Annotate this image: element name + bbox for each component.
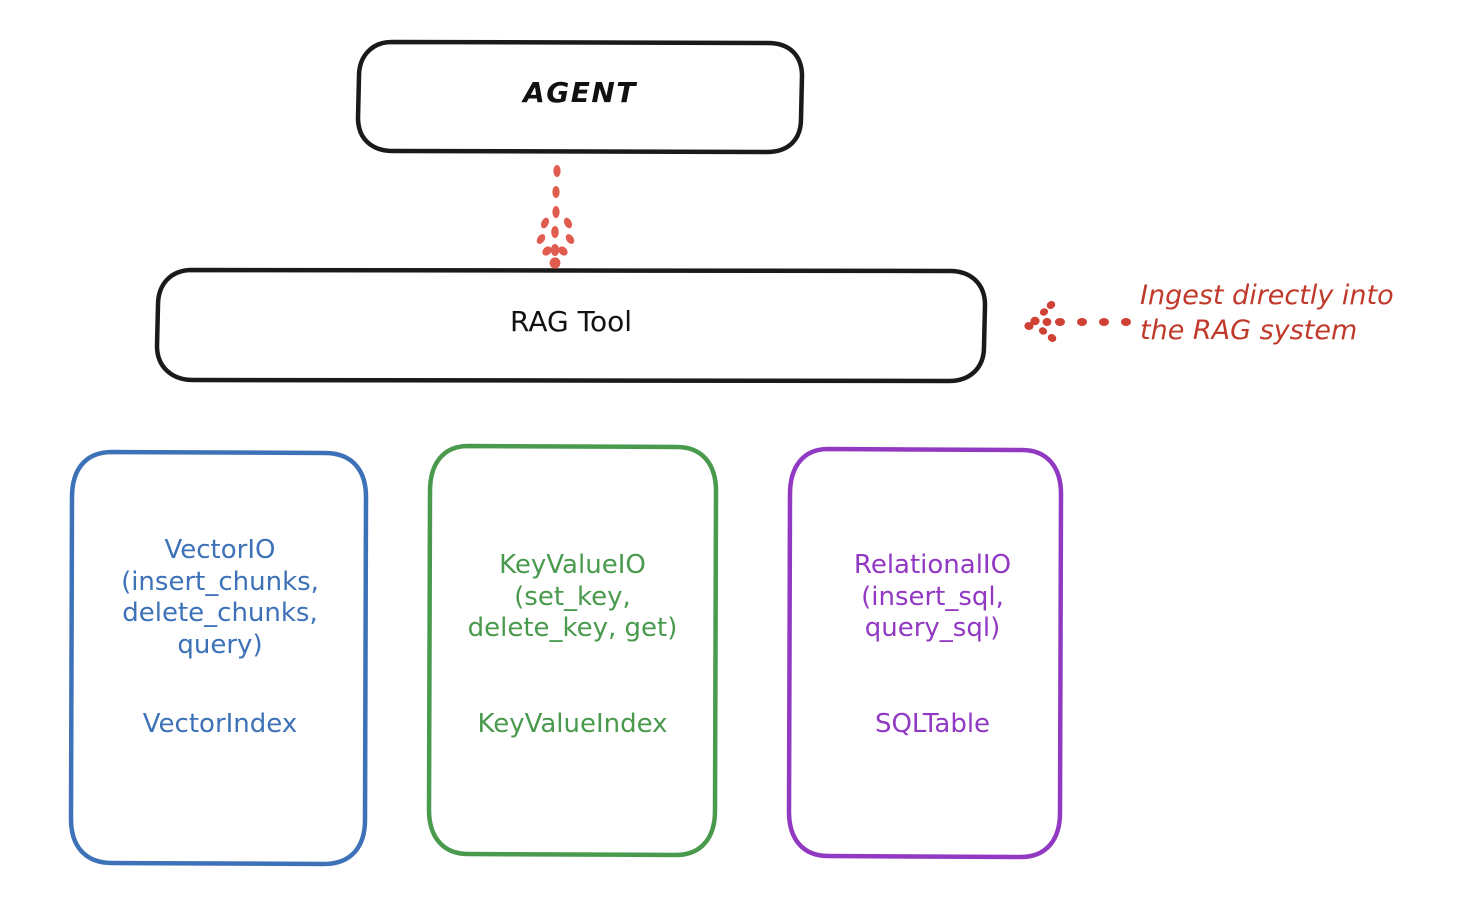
relational-io-box-outline[interactable] — [786, 446, 1064, 860]
key-value-io-box-outline[interactable] — [426, 443, 719, 858]
agent-label: AGENT — [523, 76, 637, 109]
rag-tool-box-outline[interactable] — [154, 267, 988, 384]
ingest-note-arrow — [1024, 301, 1131, 342]
key-value-io-index-label: KeyValueIndex — [477, 709, 668, 739]
vector-io-title: VectorIO (insert_chunks, delete_chunks, … — [121, 535, 319, 661]
agent-box-outline[interactable] — [355, 39, 805, 155]
relational-io-title: RelationalIO (insert_sql, query_sql) — [853, 550, 1012, 644]
vector-io-box-outline[interactable] — [68, 449, 369, 867]
vector-io-index-label: VectorIndex — [142, 709, 298, 739]
ingest-note-text: Ingest directly into the RAG system — [1140, 280, 1394, 347]
rag-tool-label: RAG Tool — [510, 305, 632, 338]
agent-to-rag-tool-arrow — [536, 165, 575, 269]
relational-io-index-label: SQLTable — [874, 709, 991, 739]
key-value-io-title: KeyValueIO (set_key, delete_key, get) — [467, 550, 678, 644]
